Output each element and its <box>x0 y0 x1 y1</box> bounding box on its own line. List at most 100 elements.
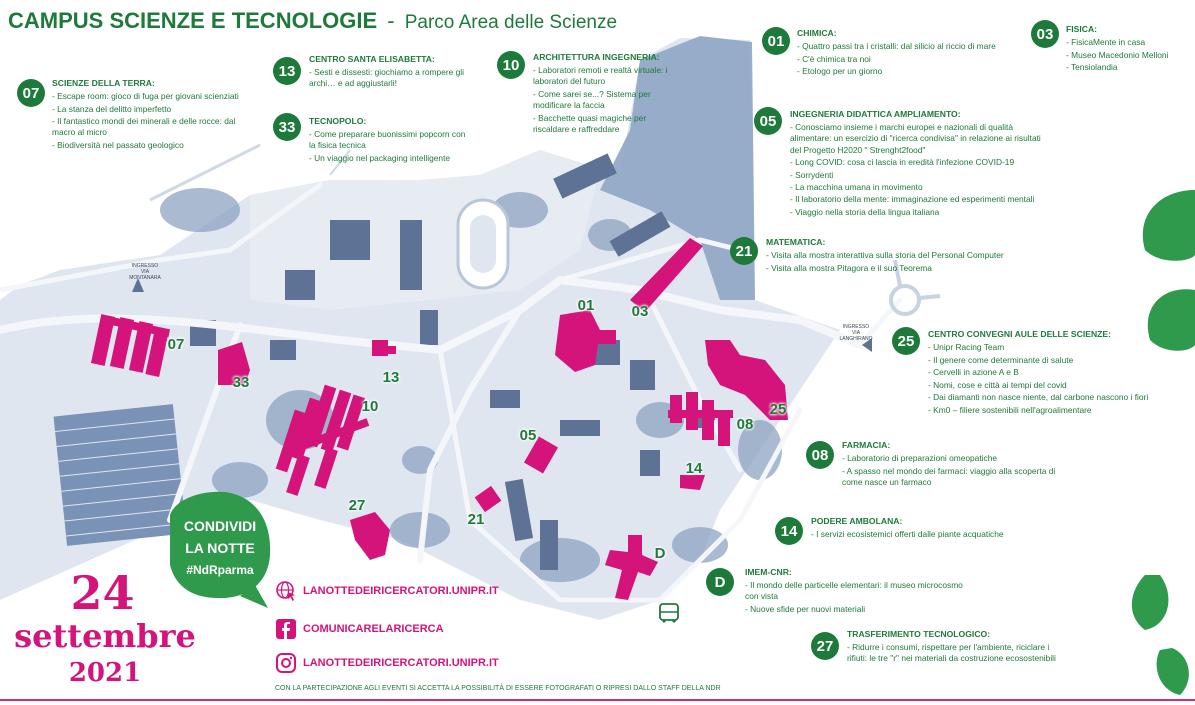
instagram-icon <box>276 653 296 673</box>
venue-card-27: TRASFERIMENTO TECNOLOGICO: - Ridurre i c… <box>847 629 1062 666</box>
share-bubble-hashtag: #NdRparma <box>186 563 254 577</box>
venue-badge-d: D <box>706 568 734 596</box>
event-date-day: 24 <box>70 566 135 620</box>
map-label-14: 14 <box>685 460 703 477</box>
venue-card-07: SCIENZE DELLA TERRA: - Escape room: gioc… <box>52 78 257 152</box>
list-item: - A spasso nel mondo dei farmaci: viaggi… <box>842 465 1056 487</box>
road-label-montanara: INGRESSO VIA MONTANARA <box>128 263 162 281</box>
venue-heading-25: CENTRO CONVEGNI AULE DELLE SCIENZE: <box>928 329 1112 339</box>
list-item: - Il laboratorio della mente: immaginazi… <box>790 194 1035 205</box>
list-item: - Cervelli in azione A e B <box>928 367 1019 378</box>
road-label-langhirano: INGRESSO VIA LANGHIRANO <box>836 324 876 342</box>
venue-badge-08: 08 <box>806 441 834 469</box>
list-item: - La macchina umana in movimento <box>790 181 923 192</box>
venue-badge-01: 01 <box>762 27 790 55</box>
venue-heading-d: IMEM-CNR: <box>745 567 792 577</box>
list-item: - Dai diamanti non nasce niente, dal car… <box>928 392 1149 403</box>
venue-heading-03: FISICA: <box>1066 24 1098 34</box>
map-roundabout <box>889 284 921 316</box>
venue-badge-14: 14 <box>775 517 803 545</box>
list-item: - Come preparare buonissimi popcorn con … <box>309 129 466 151</box>
venue-badge-27: 27 <box>811 632 839 660</box>
list-item: - Viaggio nella storia della lingua ital… <box>790 206 940 217</box>
venue-heading-13: CENTRO SANTA ELISABETTA: <box>309 54 435 64</box>
map-north-zone <box>250 150 600 310</box>
map-buildings <box>190 153 715 570</box>
venue-card-03: FISICA: - FisicaMente in casa - Museo Ma… <box>1066 24 1191 75</box>
share-bubble-shape <box>170 491 271 599</box>
map-label-27: 27 <box>348 497 366 514</box>
venue-heading-01: CHIMICA: <box>797 28 837 38</box>
list-item: - La stanza del delitto imperfetto <box>52 103 172 114</box>
road-label-line: INGRESSO <box>842 324 870 330</box>
road-label-line: VIA MONTANARA <box>129 269 161 281</box>
list-item: - Nuove sfide per nuovi materiali <box>745 603 866 614</box>
event-date-month: settembre <box>14 617 196 655</box>
globe-cursor-icon <box>276 581 295 601</box>
list-item: - Laboratorio di preparazioni omeopatich… <box>842 453 998 464</box>
venue-badge-10: 10 <box>497 51 525 79</box>
venue-heading-05: INGEGNERIA DIDATTICA AMPLIAMENTO: <box>790 109 961 119</box>
title-main: CAMPUS SCIENZE E TECNOLOGIE <box>8 8 378 33</box>
list-item: - Visita alla mostra interattiva sulla s… <box>766 250 1004 261</box>
list-item: - Sesti e dissesti: giochiamo a rompere … <box>309 67 465 89</box>
list-item: - Sorrydenti <box>790 169 834 180</box>
list-item: - Come sarei se...? Sistema per modifica… <box>533 88 651 111</box>
list-item: - Etologo per un giorno <box>797 66 883 77</box>
map-roads <box>0 182 903 603</box>
list-item: - Il fantastico mondi dei minerali e del… <box>52 116 236 138</box>
facebook-icon <box>276 619 296 639</box>
venue-card-10: ARCHITETTURA INGEGNERIA: - Laboratori re… <box>533 52 683 136</box>
list-item: - Unipr Racing Team <box>928 342 1005 353</box>
list-item: - FisicaMente in casa <box>1066 37 1146 48</box>
map-label-01: 01 <box>577 297 595 314</box>
footer-disclaimer: CON LA PARTECIPAZIONE AGLI EVENTI SI ACC… <box>275 685 721 692</box>
venue-card-14: PODERE AMBOLANA: - I servizi ecosistemic… <box>811 516 1041 542</box>
venue-card-13: CENTRO SANTA ELISABETTA: - Sesti e disse… <box>309 54 464 91</box>
title-subtitle: Parco Area delle Scienze <box>404 12 618 33</box>
venue-card-21: MATEMATICA: - Visita alla mostra interat… <box>766 237 1036 275</box>
list-item: - Tensiolandia <box>1066 62 1118 73</box>
road-label-line: INGRESSO <box>131 263 159 269</box>
list-item: - Bacchette quasi magiche per riscaldare… <box>533 112 647 134</box>
instagram-link[interactable]: LANOTTEDEIRICERCATORI.UNIPR.IT <box>303 657 499 669</box>
page-title: CAMPUS SCIENZE E TECNOLOGIE - Parco Area… <box>8 8 617 34</box>
list-item: - Nomi, cose e città ai tempi del covid <box>928 379 1067 390</box>
bottom-divider <box>0 699 1195 701</box>
venue-card-25: CENTRO CONVEGNI AULE DELLE SCIENZE: - Un… <box>928 329 1188 417</box>
list-item: - C'è chimica tra noi <box>797 53 871 64</box>
map-label-05: 05 <box>519 427 537 444</box>
venue-heading-33: TECNOPOLO: <box>309 116 367 126</box>
list-item: - Il mondo delle particelle elementari: … <box>745 580 963 602</box>
list-item: - Laboratori remoti e realtà virtuale: i… <box>533 65 668 87</box>
venue-badge-33: 33 <box>273 113 301 141</box>
venue-card-05: INGEGNERIA DIDATTICA AMPLIAMENTO: - Cono… <box>790 109 1045 219</box>
venue-heading-07: SCIENZE DELLA TERRA: <box>52 78 155 88</box>
list-item: - Long COVID: cosa ci lascia in eredità … <box>790 157 1015 168</box>
arrow-montanara <box>132 278 144 292</box>
map-label-08: 08 <box>736 416 754 433</box>
map-tree-band <box>600 36 755 300</box>
venue-heading-14: PODERE AMBOLANA: <box>811 516 903 526</box>
facebook-link[interactable]: COMUNICARELARICERCA <box>303 623 444 635</box>
road-label-line: VIA LANGHIRANO <box>839 330 873 342</box>
share-bubble-line2: LA NOTTE <box>185 540 255 556</box>
map-label-13: 13 <box>382 369 400 386</box>
venue-badge-03: 03 <box>1031 20 1059 48</box>
venue-badge-25: 25 <box>892 327 920 355</box>
venue-heading-27: TRASFERIMENTO TECNOLOGICO: <box>847 629 991 639</box>
venue-heading-10: ARCHITETTURA INGEGNERIA: <box>533 52 660 62</box>
list-item: - Escape room: gioco di fuga per giovani… <box>52 91 239 102</box>
event-date-year: 2021 <box>68 658 142 688</box>
map-label-d: D <box>654 545 666 562</box>
list-item: - Ridurre i consumi, rispettare per l'am… <box>847 642 1056 664</box>
title-separator: - <box>387 8 395 33</box>
venue-card-33: TECNOPOLO: - Come preparare buonissimi p… <box>309 116 474 165</box>
list-item: - Conosciamo insieme i marchi europei e … <box>790 122 1041 155</box>
venue-badge-13: 13 <box>273 57 301 85</box>
venue-badge-07: 07 <box>17 79 45 107</box>
map-label-03: 03 <box>631 303 649 320</box>
website-link[interactable]: LANOTTEDEIRICERCATORI.UNIPR.IT <box>303 585 499 597</box>
list-item: - Quattro passi tra i cristalli: dal sil… <box>797 41 996 52</box>
